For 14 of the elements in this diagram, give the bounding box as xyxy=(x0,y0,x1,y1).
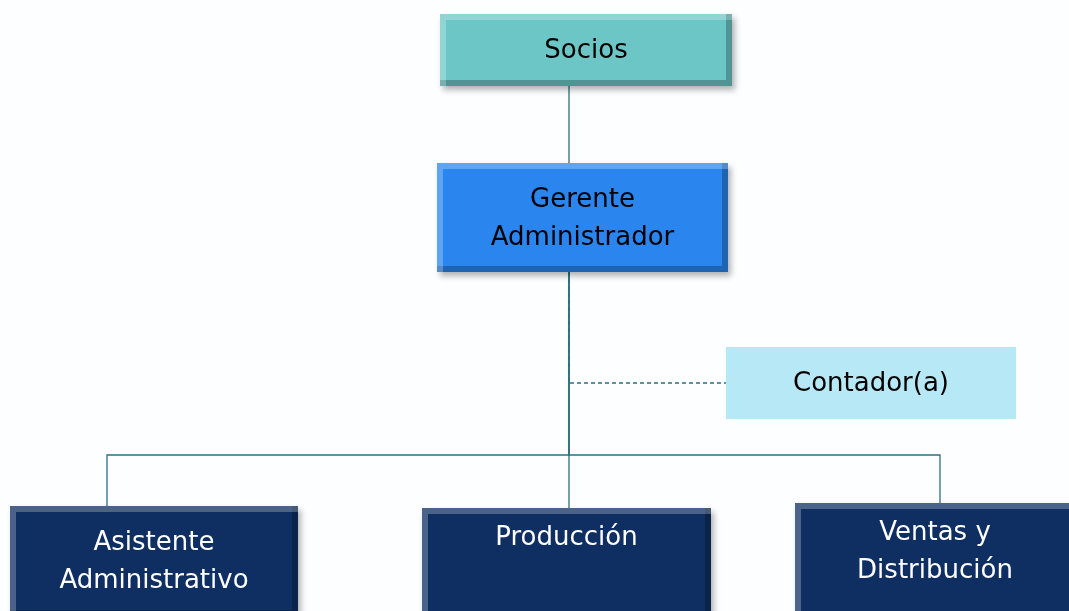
org-box xyxy=(422,508,711,611)
org-box xyxy=(10,506,298,611)
role-title: Ventas y Distribución xyxy=(856,515,1014,586)
org-box xyxy=(726,347,1016,419)
org-box xyxy=(795,503,1069,611)
connector-line xyxy=(568,271,941,504)
role-title: Socios xyxy=(544,33,628,67)
connector-line xyxy=(568,85,570,164)
role-title: Producción xyxy=(495,520,638,553)
org-box xyxy=(440,14,732,86)
role-title: Asistente Administrativo xyxy=(58,525,250,596)
role-title: Contador(a) xyxy=(793,366,949,400)
org-box xyxy=(437,163,728,272)
role-title: Gerente Administrador xyxy=(489,181,676,253)
